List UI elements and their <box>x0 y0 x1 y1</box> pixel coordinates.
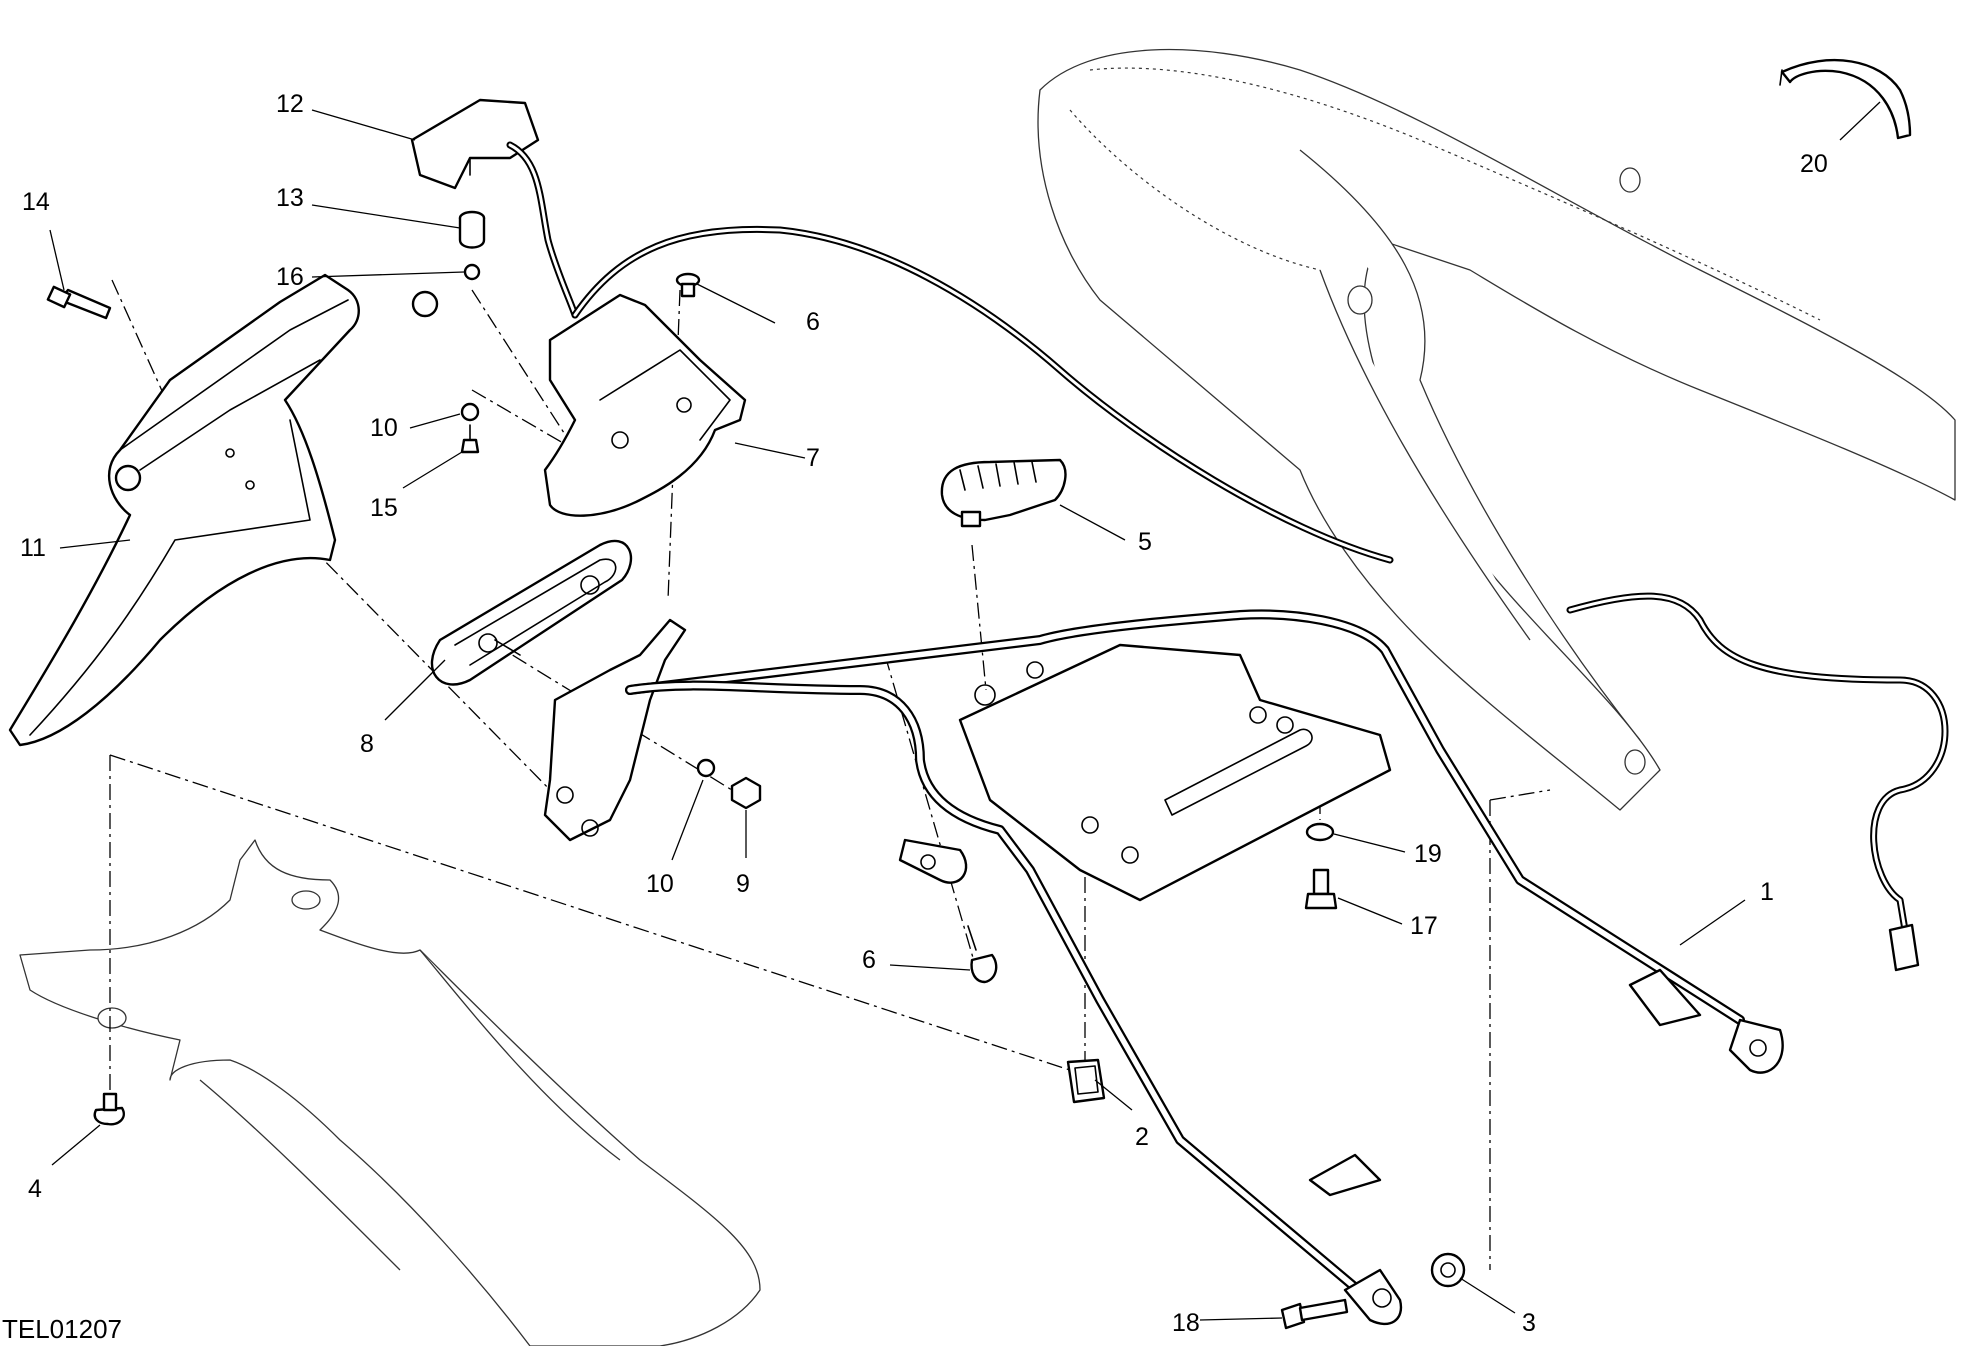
callout-13: 13 <box>276 184 304 212</box>
washer-16 <box>463 263 481 281</box>
callout-20: 20 <box>1800 150 1828 178</box>
callout-8: 8 <box>360 730 374 758</box>
tail-section-outline <box>1037 48 1956 811</box>
callout-7: 7 <box>806 444 820 472</box>
rubber-bumper-5 <box>940 458 1067 528</box>
callout-11: 11 <box>20 534 46 562</box>
screw-6-upper <box>675 272 701 298</box>
callout-5: 5 <box>1138 528 1152 556</box>
washer-10-upper <box>460 402 480 422</box>
screw-15 <box>460 424 480 454</box>
cable-strap-20 <box>1779 59 1912 140</box>
screw-6-lower <box>967 925 998 984</box>
washer-19 <box>1305 822 1335 842</box>
callout-15: 15 <box>370 494 398 522</box>
screw-17 <box>1304 868 1338 910</box>
callout-labels: 1 2 3 4 5 6 6 7 8 9 10 10 11 12 13 14 15… <box>20 90 1828 1337</box>
callout-10-lower: 10 <box>646 870 674 898</box>
callout-2: 2 <box>1135 1123 1149 1151</box>
callout-1: 1 <box>1760 878 1774 906</box>
callout-3: 3 <box>1522 1309 1536 1337</box>
number-plate-holder-11 <box>8 273 439 747</box>
plate-lamp-lens-8 <box>430 539 633 686</box>
callout-12: 12 <box>276 90 304 118</box>
callout-9: 9 <box>736 870 750 898</box>
callout-6-upper: 6 <box>806 308 820 336</box>
rear-subframe-1 <box>625 609 1784 1326</box>
bolt-18 <box>1280 1298 1349 1330</box>
cover-bracket-7 <box>543 293 747 517</box>
callout-14: 14 <box>22 188 50 216</box>
drawing-reference: TEL01207 <box>2 1314 122 1344</box>
callout-6-lower: 6 <box>862 946 876 974</box>
callout-17: 17 <box>1410 912 1438 940</box>
spacer-13 <box>458 210 486 249</box>
grommet-3 <box>1430 1252 1466 1288</box>
bolt-14 <box>46 285 112 320</box>
mudguard-outline <box>19 839 761 1346</box>
clip-nut-2 <box>1066 1058 1106 1104</box>
washer-10-lower <box>696 758 716 778</box>
nut-9 <box>730 776 762 810</box>
wiring-harness <box>571 225 1949 972</box>
license-mount-bracket <box>543 618 687 842</box>
callout-10-upper: 10 <box>370 414 398 442</box>
callout-18: 18 <box>1172 1309 1200 1337</box>
screw-4 <box>93 1092 125 1126</box>
callout-16: 16 <box>276 263 304 291</box>
plate-light-12 <box>410 98 579 319</box>
callout-4: 4 <box>28 1175 42 1203</box>
callout-19: 19 <box>1414 840 1442 868</box>
leader-lines <box>49 101 1881 1321</box>
